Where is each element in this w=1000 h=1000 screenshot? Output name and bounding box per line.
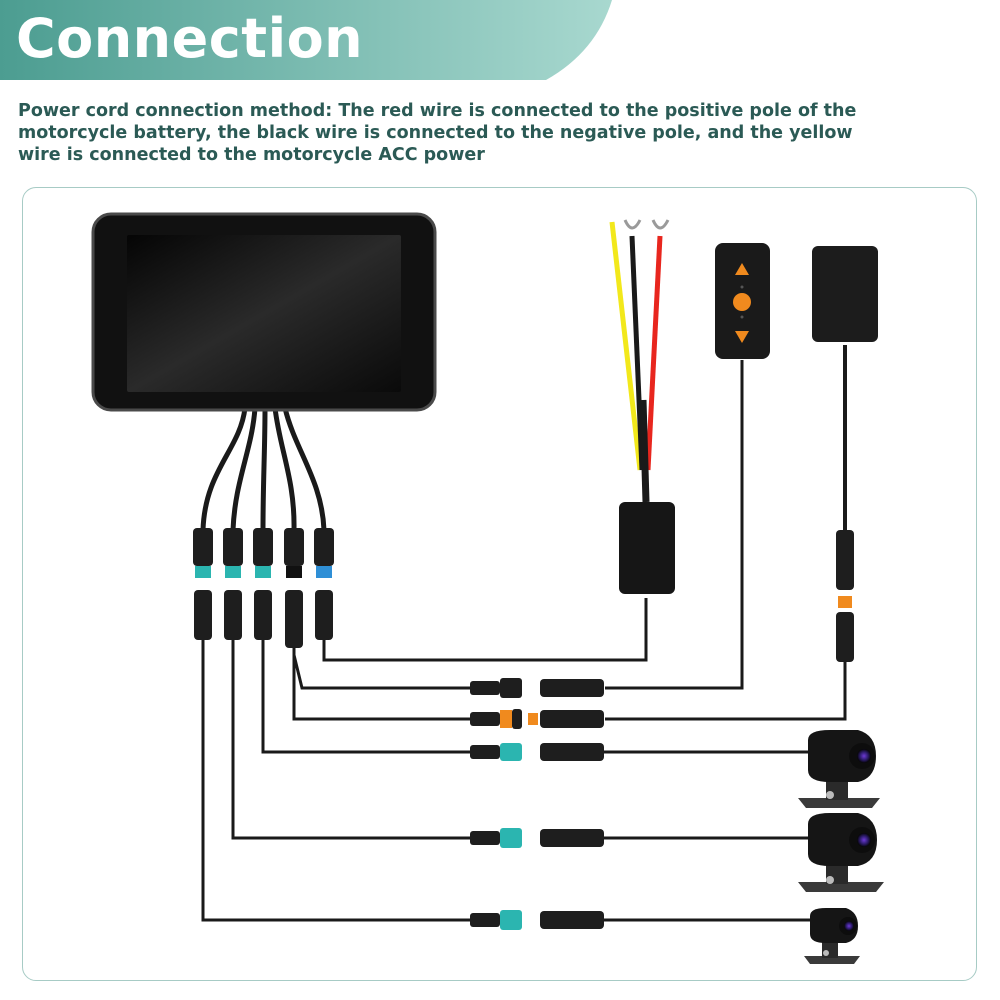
camera-cables [604,750,810,922]
inline-connectors [470,678,604,930]
inline-connector-rear-camera [470,828,604,848]
camera-lens-icon [857,833,871,847]
trunk-wires [201,598,648,922]
banner-shape [0,0,612,80]
connector-2 [223,528,243,640]
page-title: Connection Diagram [16,7,364,140]
handlebar-remote-controller [605,243,770,690]
fuse-box [619,502,675,594]
display-screen [127,235,401,392]
up-arrow-icon [735,263,749,275]
inline-connector-controller [470,678,604,698]
connector-1 [193,528,213,640]
inline-connector-side-camera [470,910,604,930]
connector-3 [253,528,273,640]
connector-4 [284,528,304,648]
front-camera [798,730,880,808]
ok-button-icon [733,293,751,311]
camera-lens-icon [857,749,871,763]
inline-connector-front-camera [470,743,604,761]
display-cables [200,405,327,533]
positive-terminal [651,219,670,230]
down-arrow-icon [735,331,749,343]
power-cord-with-ring-terminals [609,219,675,594]
camera-lens-icon [844,921,854,931]
display-connectors [193,528,334,648]
power-cord-instructions: Power cord connection method: The red wi… [18,101,857,165]
negative-terminal [623,219,642,230]
gps-receiver [605,246,878,721]
inline-connector-gps [470,709,604,729]
rear-camera [798,813,884,892]
display-unit [91,212,437,412]
side-camera [804,908,860,964]
title-banner: Connection Diagram [0,0,620,140]
connector-5 [314,528,334,640]
